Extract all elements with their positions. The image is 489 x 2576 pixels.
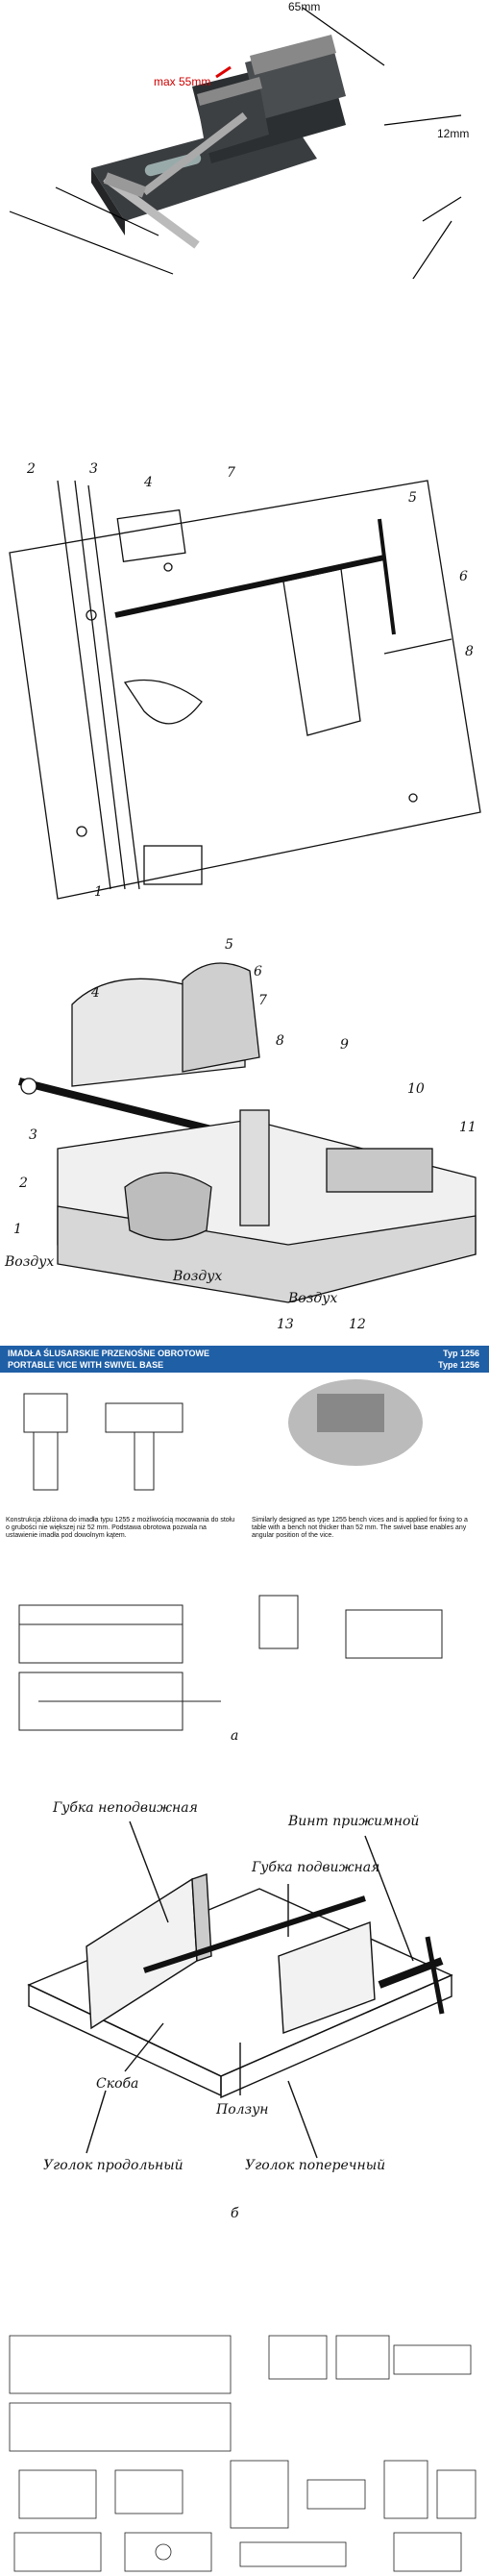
part-number: 5 [225, 937, 233, 953]
part-number: 3 [29, 1127, 37, 1143]
label-cross-angle: Уголок поперечный [245, 2158, 386, 2173]
detail-drawings [9, 2335, 477, 2572]
part-number: 1 [13, 1222, 22, 1237]
part-number: 12 [349, 1317, 366, 1332]
vice-photo [9, 7, 462, 279]
air-label: Воздух [173, 1269, 223, 1284]
dim-width: 65mm [288, 0, 321, 13]
catalog-panel: IMADŁA ŚLUSARSKIE PRZENOŚNE OBROTOWE POR… [0, 1346, 489, 1754]
part-number: 4 [91, 985, 100, 1001]
air-label: Воздух [5, 1254, 55, 1270]
label-bracket: Скоба [96, 2076, 139, 2092]
part-number: 8 [465, 644, 474, 659]
part-number: 7 [258, 993, 267, 1008]
dim-height: 12mm [437, 127, 470, 140]
label-slider: Ползун [216, 2102, 269, 2118]
part-number: 2 [27, 461, 36, 477]
labeled-vice-drawing [27, 1821, 453, 2159]
part-number: 9 [340, 1037, 349, 1053]
label-moving-jaw: Губка подвижная [252, 1860, 380, 1875]
part-number: 13 [277, 1317, 294, 1332]
label-long-angle: Уголок продольный [43, 2158, 183, 2173]
title-en: PORTABLE VICE WITH SWIVEL BASE [8, 1360, 164, 1370]
dim-jaw-opening: max 55mm [154, 75, 211, 88]
figure-label: а [231, 1728, 239, 1744]
vice-photo-panel: 65mm max 55mm 12mm 125mm 90mm 130mm [0, 0, 489, 279]
desc-en: Similarly designed as type 1255 bench vi… [252, 1517, 468, 1539]
vice-section-drawing [18, 962, 477, 1303]
detail-drawings-panel [0, 2316, 489, 2576]
part-number: 4 [144, 475, 153, 490]
part-number: 3 [89, 461, 98, 477]
label-fixed-jaw: Губка неподвижная [53, 1800, 198, 1816]
part-number: 6 [459, 569, 468, 584]
vice-line-drawing [9, 480, 481, 900]
part-number: 5 [408, 490, 417, 506]
desc-pl: Konstrukcja zbliżona do imadła typu 1255… [6, 1517, 235, 1539]
vice-drawing-panel: 2 3 4 7 5 6 8 1 [0, 461, 489, 913]
catalog-drawings [18, 1379, 443, 1731]
air-label: Воздух [288, 1291, 338, 1306]
part-number: 8 [276, 1033, 284, 1049]
part-number: 1 [94, 884, 103, 900]
label-clamp-screw: Винт прижимной [288, 1814, 420, 1829]
part-number: 2 [19, 1176, 28, 1191]
vice-section-panel: 5 4 6 7 8 9 10 11 3 2 1 13 12 Воздух Воз… [0, 937, 489, 1341]
part-number: 10 [407, 1081, 425, 1097]
part-number: 6 [254, 964, 262, 979]
title-pl: IMADŁA ŚLUSARSKIE PRZENOŚNE OBROTOWE [8, 1349, 210, 1358]
type-pl: Typ 1256 [443, 1349, 479, 1358]
part-number: 7 [227, 465, 235, 481]
figure-label: б [231, 2206, 239, 2221]
part-number: 11 [459, 1120, 477, 1135]
catalog-banner: IMADŁA ŚLUSARSKIE PRZENOŚNE OBROTOWE POR… [0, 1346, 489, 1373]
labeled-drawing-panel: Губка неподвижная Винт прижимной Губка п… [0, 1754, 489, 2336]
type-en: Type 1256 [438, 1360, 479, 1370]
